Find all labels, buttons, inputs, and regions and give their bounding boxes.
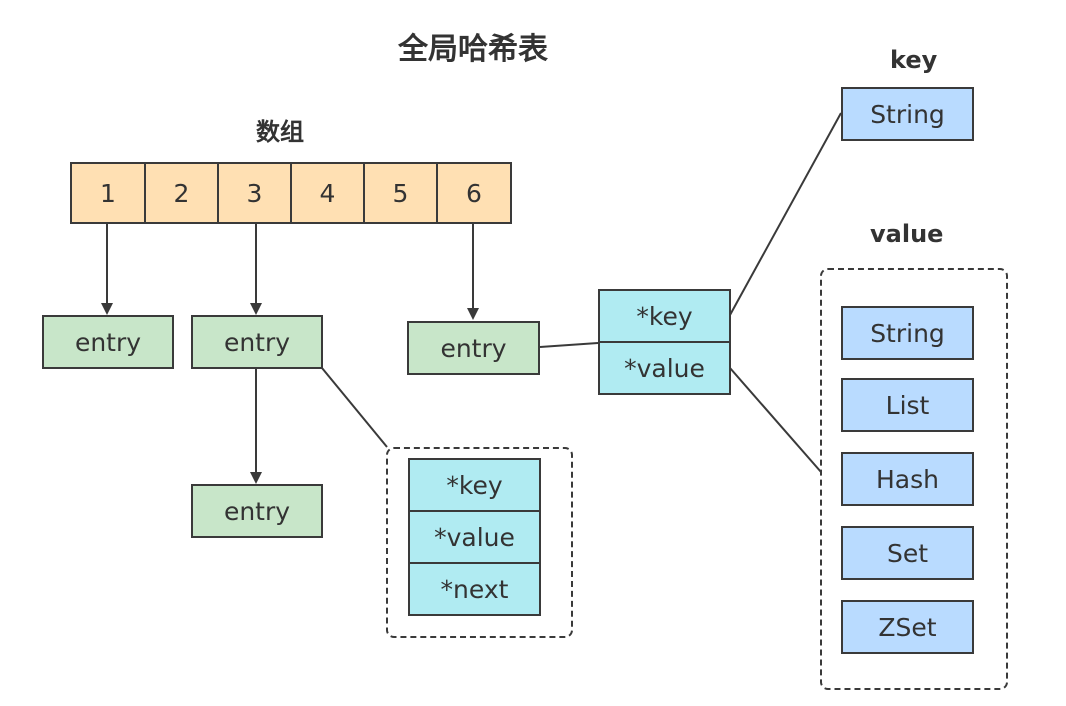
array-label: 数组 (256, 118, 304, 146)
value-label: value (870, 220, 944, 248)
value-type-set: Set (841, 526, 974, 580)
line-key-to-string (729, 112, 842, 316)
value-type-string: String (841, 306, 974, 360)
array-cell-3: 3 (217, 162, 292, 224)
kv-pointer-key: *key (598, 289, 731, 343)
array-cell-2: 2 (144, 162, 219, 224)
key-label: key (890, 46, 938, 74)
array-cell-5: 5 (363, 162, 438, 224)
line-value-to-types (729, 367, 822, 473)
value-type-list: List (841, 378, 974, 432)
array-cell-6: 6 (436, 162, 512, 224)
entry-node-2: entry (191, 315, 323, 369)
entry-struct-group (386, 447, 573, 638)
diagram-title: 全局哈希表 (398, 32, 548, 67)
line-entry3-to-kv (539, 342, 599, 348)
line-entry2-to-struct (321, 367, 388, 448)
entry-struct-value: *value (408, 510, 541, 564)
entry-struct-key: *key (408, 458, 541, 512)
value-type-hash: Hash (841, 452, 974, 506)
value-type-zset: ZSet (841, 600, 974, 654)
entry-node-3: entry (407, 321, 540, 375)
array-cell-1: 1 (70, 162, 146, 224)
entry-struct-next: *next (408, 562, 541, 616)
kv-pointer-value: *value (598, 341, 731, 395)
entry-node-4: entry (191, 484, 323, 538)
entry-node-1: entry (42, 315, 174, 369)
value-types-group (820, 268, 1008, 690)
key-type-string: String (841, 87, 974, 141)
array-cell-4: 4 (290, 162, 365, 224)
